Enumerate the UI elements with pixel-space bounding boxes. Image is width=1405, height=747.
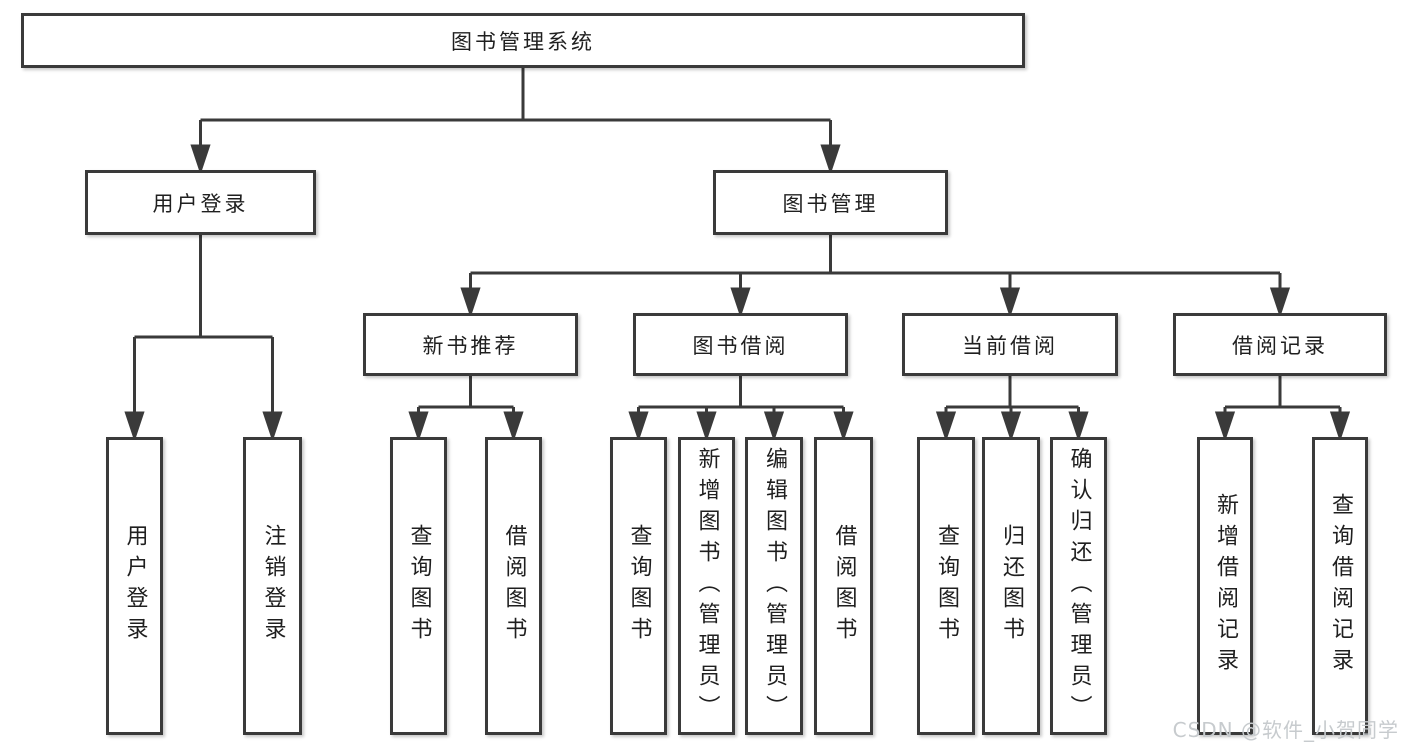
- node-user-login: 用户登录: [85, 170, 316, 235]
- wire-borrowing-records-children: [1214, 376, 1351, 442]
- leaf-borrow-add-books-admin: 新增图书（管理员）: [678, 437, 735, 735]
- node-label: 借阅图书: [831, 524, 857, 648]
- arrow-down-icon: [408, 411, 429, 442]
- node-label: 查询图书: [934, 524, 959, 648]
- node-label: 新书推荐: [422, 333, 519, 358]
- arrow-down-icon: [935, 411, 957, 442]
- node-label: 图书管理: [782, 191, 879, 216]
- node-label: 借阅图书: [501, 524, 527, 648]
- node-borrowing-records: 借阅记录: [1173, 313, 1387, 376]
- arrow-down-icon: [124, 411, 145, 442]
- node-label: 查询图书: [626, 524, 652, 648]
- arrow-down-icon: [999, 287, 1021, 318]
- leaf-borrow-edit-books-admin: 编辑图书（管理员）: [745, 437, 803, 735]
- leaf-records-add-record: 新增借阅记录: [1197, 437, 1253, 735]
- node-label: 确认归还（管理员）: [1066, 446, 1092, 726]
- node-new-book-recommendation: 新书推荐: [363, 313, 578, 376]
- arrow-down-icon: [820, 144, 841, 175]
- arrow-down-icon: [1000, 411, 1022, 442]
- arrow-down-icon: [190, 144, 211, 175]
- arrow-down-icon: [1214, 411, 1236, 442]
- wire-new-book-recommendation-children: [408, 376, 524, 442]
- leaf-records-query-record: 查询借阅记录: [1312, 437, 1368, 735]
- node-label: 借阅记录: [1232, 333, 1328, 358]
- watermark: CSDN @软件_小贺同学: [1172, 718, 1399, 742]
- node-label: 归还图书: [999, 524, 1024, 648]
- arrow-down-icon: [503, 411, 524, 442]
- wire-current-borrowing-children: [935, 376, 1089, 442]
- node-label: 注销登录: [260, 524, 286, 648]
- arrow-down-icon: [628, 411, 649, 442]
- leaf-user-login: 用户登录: [106, 437, 163, 735]
- arrow-down-icon: [460, 287, 481, 318]
- leaf-current-query-books: 查询图书: [917, 437, 975, 735]
- leaf-borrow-query-books: 查询图书: [610, 437, 667, 735]
- arrow-down-icon: [1329, 411, 1351, 442]
- arrow-down-icon: [730, 287, 751, 318]
- node-root: 图书管理系统: [21, 13, 1025, 68]
- node-label: 查询借阅记录: [1328, 493, 1353, 679]
- arrow-down-icon: [696, 411, 717, 442]
- node-label: 图书管理系统: [451, 29, 595, 54]
- node-label: 用户登录: [152, 191, 249, 216]
- node-label: 编辑图书（管理员）: [762, 446, 787, 726]
- leaf-newbooks-borrow-books: 借阅图书: [485, 437, 542, 735]
- node-label: 新增图书（管理员）: [694, 446, 720, 726]
- arrow-down-icon: [262, 411, 283, 442]
- node-label: 当前借阅: [962, 333, 1058, 358]
- node-label: 图书借阅: [692, 333, 789, 358]
- leaf-current-confirm-return-admin: 确认归还（管理员）: [1050, 437, 1107, 735]
- arrow-down-icon: [1269, 287, 1291, 318]
- wire-user-login-children: [124, 235, 283, 442]
- wire-root-to-level2: [190, 68, 841, 175]
- leaf-current-return-books: 归还图书: [982, 437, 1040, 735]
- leaf-logout-login: 注销登录: [243, 437, 302, 735]
- node-book-borrowing: 图书借阅: [633, 313, 848, 376]
- node-label: 查询图书: [406, 524, 432, 648]
- arrow-down-icon: [1068, 411, 1089, 442]
- arrow-down-icon: [763, 411, 785, 442]
- wire-book-management-children: [460, 235, 1291, 318]
- node-book-management: 图书管理: [713, 170, 948, 235]
- leaf-newbooks-query-books: 查询图书: [390, 437, 447, 735]
- leaf-borrow-borrow-books: 借阅图书: [814, 437, 873, 735]
- wire-book-borrowing-children: [628, 376, 854, 442]
- arrow-down-icon: [833, 411, 854, 442]
- node-label: 用户登录: [122, 524, 148, 648]
- node-current-borrowing: 当前借阅: [902, 313, 1118, 376]
- node-label: 新增借阅记录: [1213, 493, 1238, 679]
